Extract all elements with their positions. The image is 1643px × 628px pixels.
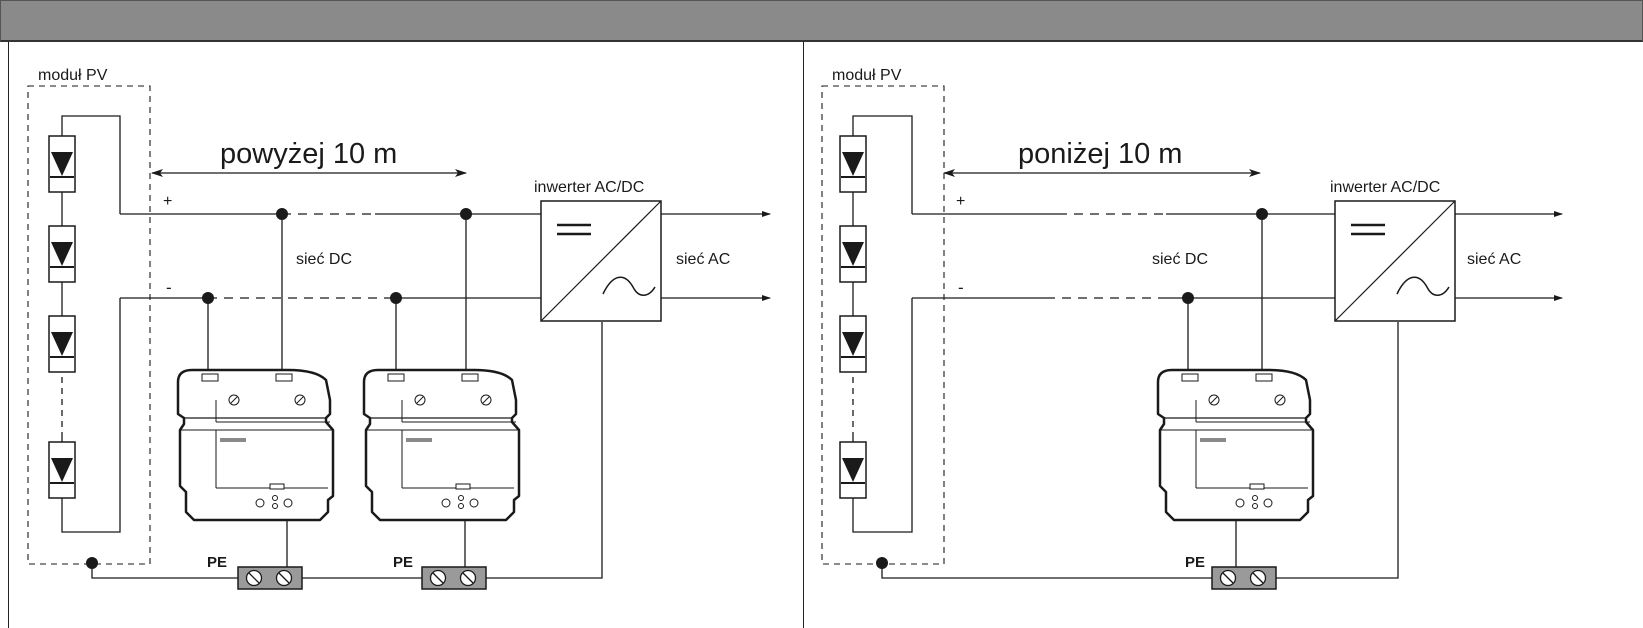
module-label-left: moduł PV: [38, 67, 108, 84]
surge-protector-3: [1156, 368, 1315, 522]
pe-label-left-1: PE: [207, 554, 227, 571]
dc-network-label-left: sieć DC: [296, 251, 352, 268]
inverter-label-right: inwerter AC/DC: [1330, 179, 1440, 196]
inverter-right: [1333, 199, 1457, 323]
right-junction-dots: [876, 208, 1268, 569]
inverter-label-left: inwerter AC/DC: [534, 179, 644, 196]
surge-protector-2: [362, 368, 521, 522]
pe-label-left-2: PE: [393, 554, 413, 571]
inverter-left: [539, 199, 663, 323]
right-pv-cells: [839, 135, 867, 499]
minus-label-right: -: [958, 278, 964, 297]
pe-label-right-1: PE: [1185, 554, 1205, 571]
distance-label-right: poniżej 10 m: [1018, 138, 1182, 170]
minus-label-left: -: [166, 278, 172, 297]
left-pv-cells: [48, 135, 76, 499]
ac-network-label-right: sieć AC: [1467, 251, 1521, 268]
header-bar: [0, 0, 1643, 42]
pe-terminal-2: [421, 566, 487, 590]
right-diagram: [821, 85, 1563, 579]
panel-right: [803, 42, 1643, 628]
dc-network-label-right: sieć DC: [1152, 251, 1208, 268]
plus-label-right: +: [956, 193, 965, 210]
module-label-right: moduł PV: [832, 67, 902, 84]
ac-network-label-left: sieć AC: [676, 251, 730, 268]
pv-module-box: [27, 85, 151, 565]
left-diagram: [27, 85, 771, 579]
pe-terminal-1: [237, 566, 303, 590]
distance-label-left: powyżej 10 m: [220, 138, 397, 170]
left-junction-dots: [86, 208, 472, 569]
plus-label-left: +: [163, 193, 172, 210]
pe-terminal-3: [1211, 566, 1277, 590]
surge-protector-1: [176, 368, 335, 522]
